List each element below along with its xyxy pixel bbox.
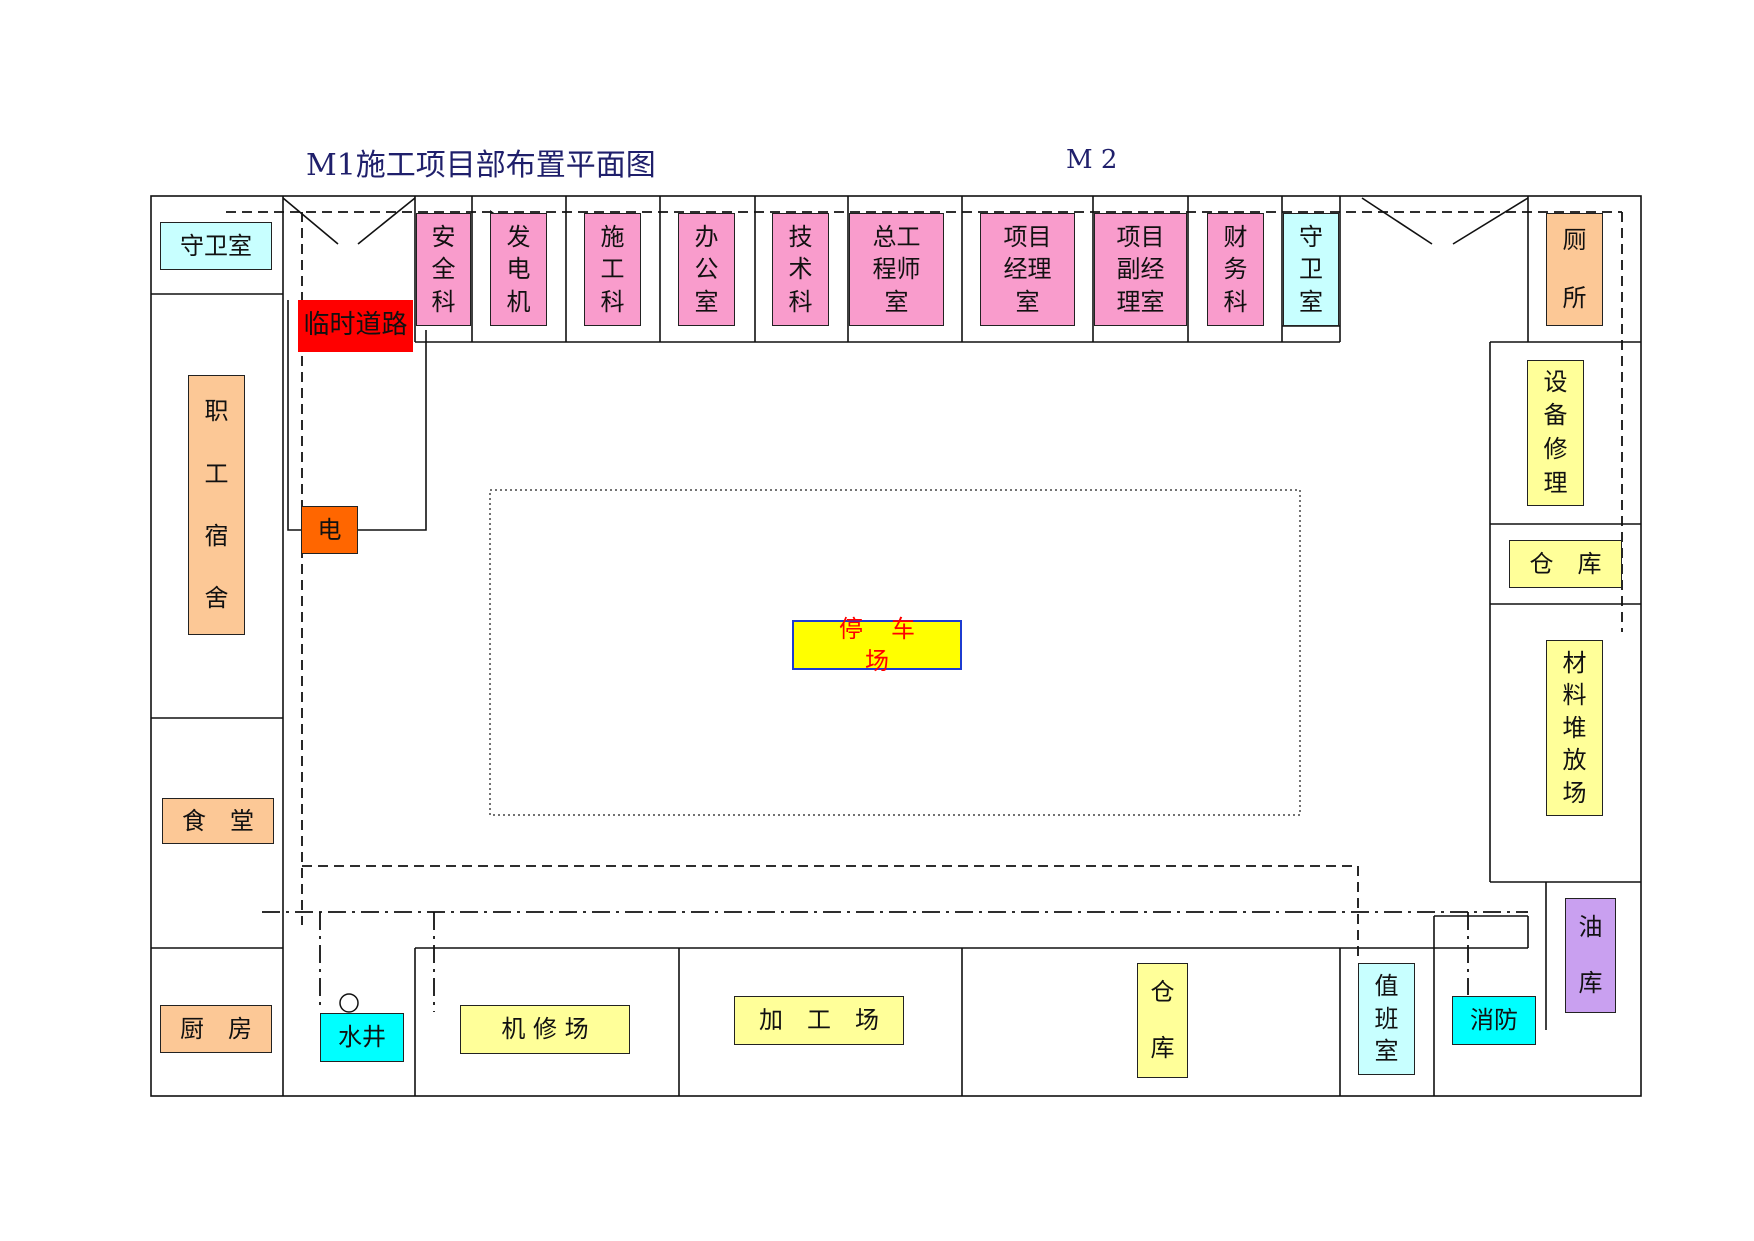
duty-char: 值 [1374,972,1399,1001]
gate-leaf [1452,197,1529,245]
safety-char: 全 [431,255,456,284]
technical-department: 技 术 科 [772,213,829,326]
guard-top-char: 卫 [1299,255,1323,284]
warehouse-bottom: 仓 库 [1137,963,1188,1078]
equipment-repair: 设 备 修 理 [1527,360,1584,506]
guard-room-left: 守卫室 [160,222,272,270]
deputy-manager-office: 项目 副经 理室 [1094,213,1187,326]
equipment-repair-char: 备 [1543,401,1568,430]
guard-top-char: 守 [1299,222,1323,251]
deputy-pm-char: 副经 [1116,255,1165,284]
material-yard-char: 料 [1562,681,1587,710]
equipment-repair-char: 设 [1543,367,1568,396]
chief-engineer-char: 程师 [872,255,921,284]
toilet-char: 所 [1562,283,1587,312]
safety-char: 安 [431,222,456,251]
material-yard-char: 材 [1562,649,1587,678]
finance-char: 务 [1223,255,1248,284]
material-yard-char: 放 [1562,746,1587,775]
finance-department: 财 务 科 [1207,213,1264,326]
material-storage-yard: 材 料 堆 放 场 [1546,640,1603,816]
generator-char: 发 [506,222,531,251]
construction-char: 施 [600,222,625,251]
equipment-repair-char: 理 [1543,468,1568,497]
processing-yard: 加 工 场 [734,996,904,1045]
equipment-repair-char: 修 [1543,435,1568,463]
oil-char: 库 [1578,968,1603,997]
pm-char: 室 [1015,287,1040,316]
title-left: M1施工项目部布置平面图 [306,148,656,183]
dorm-char: 舍 [204,584,229,613]
deputy-pm-char: 理室 [1116,287,1165,316]
office-char: 室 [694,287,719,316]
machine-repair-shop: 机 修 场 [460,1005,630,1054]
material-yard-char: 场 [1562,778,1587,807]
safety-department: 安 全 科 [416,213,471,326]
generator-char: 电 [506,255,531,284]
warehouse-bottom-char: 仓 [1150,978,1175,1007]
guard-top-char: 室 [1299,287,1323,316]
power-box: 电 [301,506,358,554]
pm-char: 项目 [1003,222,1052,251]
deputy-pm-char: 项目 [1116,222,1165,251]
construction-department: 施 工 科 [584,213,641,326]
construction-char: 科 [600,287,625,316]
chief-engineer-office: 总工 程师 室 [849,213,944,326]
oil-depot: 油 库 [1565,898,1616,1013]
technical-char: 科 [788,287,813,316]
office-char: 公 [694,255,719,284]
dorm-char: 职 [204,397,229,426]
gate-leaf [357,197,416,245]
dorm-char: 宿 [204,522,229,550]
oil-char: 油 [1578,913,1603,942]
generator-room: 发 电 机 [490,213,547,326]
gate-leaf [282,197,339,245]
duty-char: 班 [1374,1004,1399,1033]
warehouse-bottom-char: 库 [1150,1033,1175,1062]
technical-char: 技 [788,222,813,251]
finance-char: 科 [1223,287,1248,316]
temporary-road: 临时道路 [298,300,413,352]
outer-boundary [150,195,1642,1097]
gate-leaf [1361,197,1433,245]
safety-char: 科 [431,287,456,316]
toilet-char: 厕 [1562,225,1587,254]
dorm-char: 工 [204,459,229,488]
office-char: 办 [694,222,719,251]
construction-char: 工 [600,255,625,284]
toilet: 厕 所 [1546,213,1603,326]
water-well-circle [339,993,359,1013]
office-room: 办 公 室 [678,213,735,326]
parking-area-outline [489,489,1301,816]
finance-char: 财 [1223,222,1248,251]
warehouse-right: 仓 库 [1509,540,1622,588]
technical-char: 术 [788,255,813,284]
staff-dormitory: 职 工 宿 舍 [188,375,245,635]
material-yard-char: 堆 [1562,713,1587,742]
project-manager-office: 项目 经理 室 [980,213,1075,326]
guard-room-top: 守 卫 室 [1283,213,1339,326]
generator-char: 机 [506,287,531,316]
chief-engineer-char: 总工 [872,222,921,251]
kitchen: 厨 房 [160,1005,272,1053]
canteen: 食 堂 [162,798,274,844]
duty-char: 室 [1374,1037,1399,1066]
chief-engineer-char: 室 [884,287,909,316]
fire-station: 消防 [1452,996,1536,1045]
water-well: 水井 [320,1013,404,1062]
parking-lot: 停车场 [792,615,962,675]
duty-room: 值 班 室 [1358,963,1415,1075]
pm-char: 经理 [1003,255,1052,284]
title-right: M 2 [1066,145,1118,175]
